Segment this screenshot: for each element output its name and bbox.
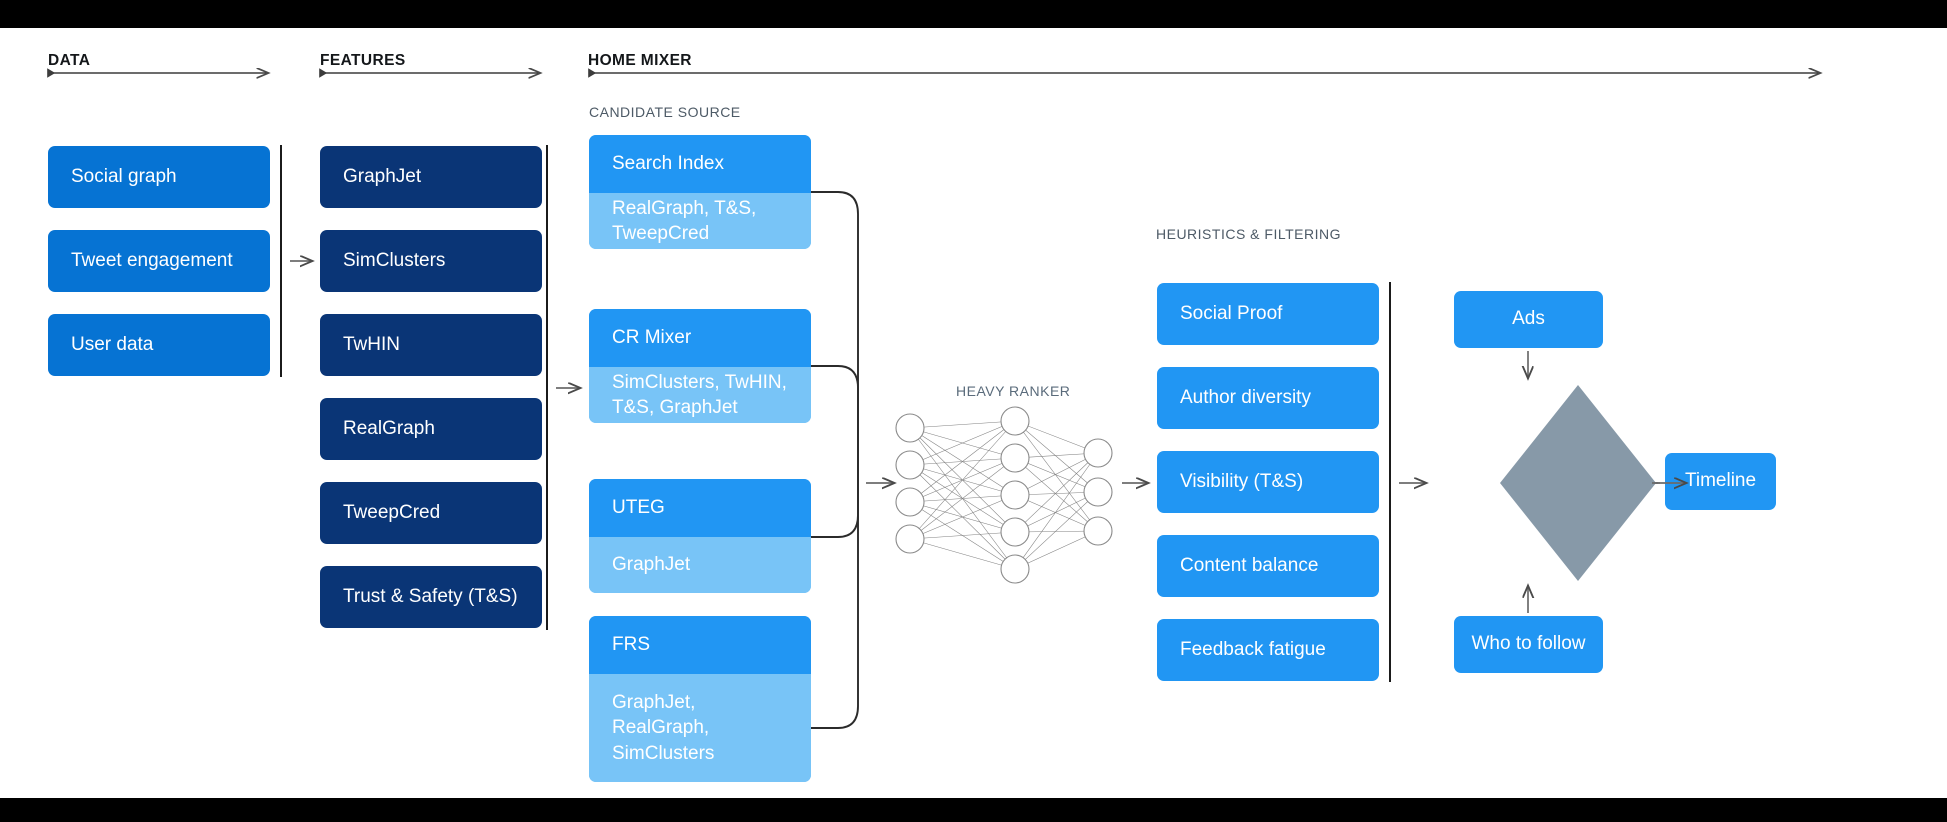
data-box-label: User data xyxy=(71,333,154,355)
divider-heuristics-output xyxy=(1389,282,1391,682)
heuristic-box-feedback-fatigue[interactable]: Feedback fatigue xyxy=(1157,619,1379,681)
heuristic-box-label: Social Proof xyxy=(1180,302,1283,324)
output-box-who-to-follow[interactable]: Who to follow xyxy=(1454,616,1603,673)
heuristic-box-social-proof[interactable]: Social Proof xyxy=(1157,283,1379,345)
feature-box-twhin[interactable]: TwHIN xyxy=(320,314,542,376)
data-box-user-data[interactable]: User data xyxy=(48,314,270,376)
feature-box-label: Trust & Safety (T&S) xyxy=(343,585,518,607)
data-box-tweet-engagement[interactable]: Tweet engagement xyxy=(48,230,270,292)
divider-data-features xyxy=(280,145,282,377)
heavy-ranker-network xyxy=(895,406,1113,584)
feature-box-graphjet[interactable]: GraphJet xyxy=(320,146,542,208)
section-title-data: DATA xyxy=(48,52,91,69)
feature-box-tweepcred[interactable]: TweepCred xyxy=(320,482,542,544)
candidate-source-card-search-index[interactable]: Search Index RealGraph, T&S, TweepCred xyxy=(589,135,811,249)
candidate-source-name: CR Mixer xyxy=(589,309,811,367)
feature-box-label: SimClusters xyxy=(343,249,446,271)
diagram-stage: DATA FEATURES HOME MIXER CANDIDATE SOURC… xyxy=(0,28,1947,798)
feature-box-trust-safety[interactable]: Trust & Safety (T&S) xyxy=(320,566,542,628)
heuristic-box-content-balance[interactable]: Content balance xyxy=(1157,535,1379,597)
candidate-source-card-frs[interactable]: FRS GraphJet, RealGraph, SimClusters xyxy=(589,616,811,782)
candidate-source-card-uteg[interactable]: UTEG GraphJet xyxy=(589,479,811,593)
data-box-social-graph[interactable]: Social graph xyxy=(48,146,270,208)
diagram-overlay xyxy=(0,28,1947,729)
feature-box-label: RealGraph xyxy=(343,417,435,439)
candidate-source-features: RealGraph, T&S, TweepCred xyxy=(589,193,811,249)
output-box-label: Timeline xyxy=(1684,470,1757,492)
feature-box-label: TwHIN xyxy=(343,333,400,355)
output-box-ads[interactable]: Ads xyxy=(1454,291,1603,348)
candidate-source-brace xyxy=(811,191,859,729)
data-box-label: Social graph xyxy=(71,165,177,187)
feature-box-realgraph[interactable]: RealGraph xyxy=(320,398,542,460)
heavy-ranker-label: HEAVY RANKER xyxy=(956,383,1071,399)
output-box-timeline[interactable]: Timeline xyxy=(1665,453,1776,510)
candidate-source-name: Search Index xyxy=(589,135,811,193)
section-title-features: FEATURES xyxy=(320,52,406,69)
heuristic-box-label: Content balance xyxy=(1180,554,1319,576)
divider-features-homemixer xyxy=(546,145,548,630)
feature-box-label: GraphJet xyxy=(343,165,422,187)
heuristic-box-author-diversity[interactable]: Author diversity xyxy=(1157,367,1379,429)
section-title-home-mixer: HOME MIXER xyxy=(588,52,692,69)
candidate-source-features: GraphJet, RealGraph, SimClusters xyxy=(589,674,811,782)
heuristic-box-visibility[interactable]: Visibility (T&S) xyxy=(1157,451,1379,513)
heuristic-box-label: Feedback fatigue xyxy=(1180,638,1326,660)
mixing-label: Mixing xyxy=(1550,472,1605,493)
heuristic-box-label: Author diversity xyxy=(1180,386,1311,408)
data-box-label: Tweet engagement xyxy=(71,249,233,271)
feature-box-label: TweepCred xyxy=(343,501,441,523)
candidate-source-name: UTEG xyxy=(589,479,811,537)
feature-box-simclusters[interactable]: SimClusters xyxy=(320,230,542,292)
subsection-title-candidate-source: CANDIDATE SOURCE xyxy=(589,104,741,120)
subsection-title-heuristics: HEURISTICS & FILTERING xyxy=(1156,226,1341,242)
candidate-source-features: SimClusters, TwHIN, T&S, GraphJet xyxy=(589,367,811,423)
heuristic-box-label: Visibility (T&S) xyxy=(1180,470,1304,492)
output-box-label: Who to follow xyxy=(1471,633,1586,655)
candidate-source-features: GraphJet xyxy=(589,537,811,593)
output-box-label: Ads xyxy=(1512,308,1545,330)
candidate-source-card-cr-mixer[interactable]: CR Mixer SimClusters, TwHIN, T&S, GraphJ… xyxy=(589,309,811,423)
candidate-source-name: FRS xyxy=(589,616,811,674)
